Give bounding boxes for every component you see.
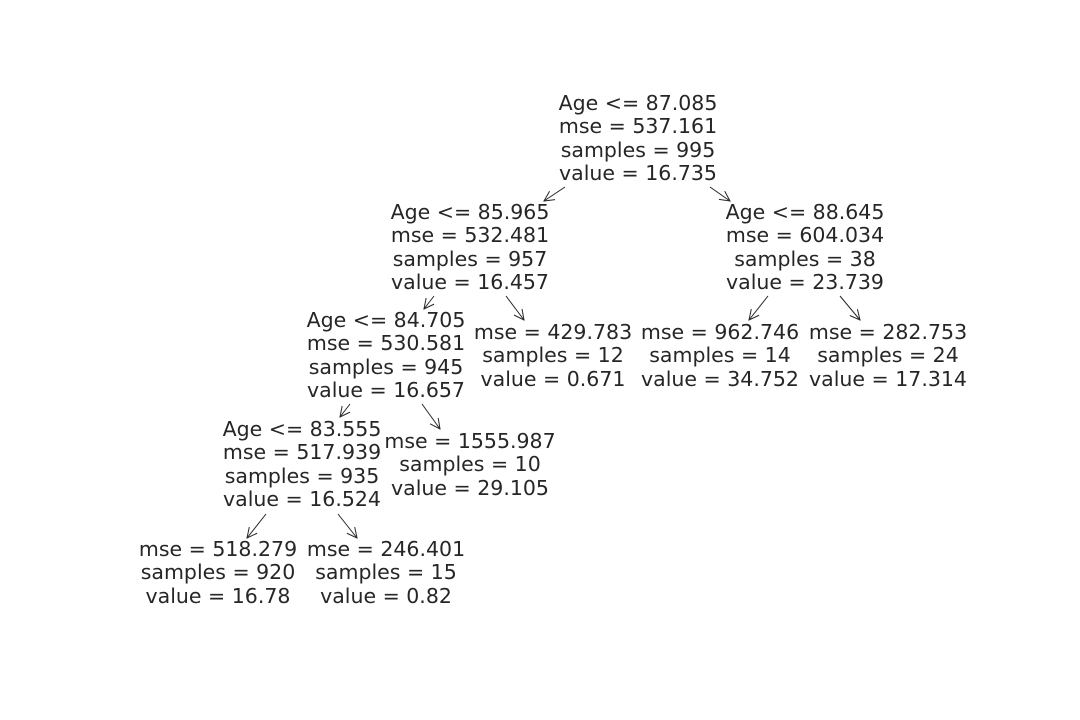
- tree-node-line: mse = 530.581: [306, 331, 466, 356]
- tree-node-line: samples = 24: [817, 343, 959, 368]
- tree-node-line: samples = 38: [734, 246, 876, 271]
- tree-node-line: samples = 15: [315, 560, 457, 585]
- tree-node-line: value = 0.82: [320, 583, 452, 608]
- tree-node-line: mse = 1555.987: [384, 429, 556, 453]
- tree-edge-n1-n2: [424, 295, 435, 309]
- tree-node-line: samples = 10: [399, 452, 541, 477]
- tree-node-line: mse = 518.279: [138, 537, 298, 561]
- tree-node-line: samples = 995: [560, 137, 716, 162]
- tree-node-line: Age <= 88.645: [725, 200, 885, 224]
- tree-node-line: samples = 12: [482, 343, 624, 368]
- tree-edge-n8-n10: [839, 295, 860, 320]
- tree-node-line: mse = 537.161: [558, 114, 718, 139]
- tree-edge-n8-n9: [749, 295, 769, 320]
- tree-node-line: value = 29.105: [391, 475, 549, 500]
- tree-node-line: samples = 14: [649, 343, 791, 368]
- tree-node-line: value = 0.671: [480, 366, 626, 391]
- tree-node-line: mse = 604.034: [725, 223, 885, 248]
- tree-node-line: Age <= 85.965: [390, 200, 550, 224]
- tree-node-line: Age <= 84.705: [306, 308, 466, 332]
- tree-edge-n2-n3: [340, 403, 351, 417]
- tree-edge-n0-n8: [709, 186, 730, 201]
- tree-node-line: mse = 429.783: [473, 320, 633, 344]
- tree-node-line: value = 16.524: [223, 486, 381, 511]
- tree-node-line: mse = 282.753: [808, 320, 968, 344]
- tree-node-line: mse = 246.401: [306, 537, 466, 561]
- tree-node-line: samples = 945: [308, 354, 464, 379]
- tree-node-line: mse = 532.481: [390, 223, 550, 248]
- tree-edge-n2-n6: [421, 403, 440, 429]
- tree-edge-n3-n5: [337, 513, 357, 538]
- tree-node-line: samples = 957: [392, 246, 548, 271]
- tree-node-line: Age <= 83.555: [222, 417, 382, 441]
- tree-edge-n0-n1: [544, 186, 566, 201]
- tree-node-line: value = 16.457: [391, 269, 549, 294]
- tree-edge-n1-n7: [505, 295, 524, 320]
- tree-node-line: value = 34.752: [641, 366, 799, 391]
- tree-node-line: value = 16.78: [145, 583, 291, 608]
- tree-node-line: value = 23.739: [726, 269, 884, 294]
- tree-node-line: mse = 517.939: [222, 440, 382, 465]
- tree-edge-n3-n4: [247, 513, 267, 538]
- tree-node-line: Age <= 87.085: [558, 91, 718, 115]
- tree-node-line: samples = 935: [224, 463, 380, 488]
- tree-node-line: samples = 920: [140, 560, 296, 585]
- tree-node-line: value = 17.314: [809, 366, 967, 391]
- tree-node-line: mse = 962.746: [640, 320, 800, 344]
- tree-node-line: value = 16.735: [559, 160, 717, 185]
- tree-node-line: value = 16.657: [307, 377, 465, 402]
